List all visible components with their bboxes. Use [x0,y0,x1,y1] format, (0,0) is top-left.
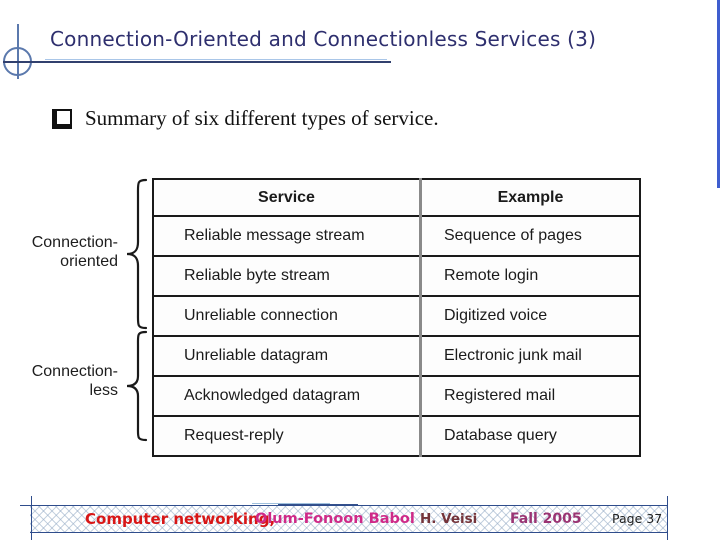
cell-example: Electronic junk mail [420,336,640,377]
table-row: Acknowledged datagram Registered mail [153,376,640,417]
group-label-line: Connection- [31,363,118,380]
footer-band [30,505,668,533]
cell-example: Sequence of pages [420,216,640,257]
cell-example: Digitized voice [420,296,640,337]
cell-example: Registered mail [420,376,640,417]
group-label-connection-oriented: Connection- oriented [18,233,118,271]
footer-author: H. Veisi [420,511,478,527]
service-table: Service Example Reliable message stream … [152,178,641,457]
brace-icon [126,330,148,442]
footer-term: Fall 2005 [510,511,582,527]
cell-service: Request-reply [153,416,422,457]
group-label-line: Connection- [31,234,118,251]
table-row: Reliable byte stream Remote login [153,256,640,297]
bullet-text: Summary of six different types of servic… [85,106,439,130]
bullet-item: Summary of six different types of servic… [52,105,439,131]
footer-page-number: Page 37 [612,511,663,526]
footer-tick-right [667,496,668,540]
group-label-connectionless: Connection- less [18,362,118,400]
cell-service: Reliable byte stream [153,256,422,297]
footer-band-extension [20,505,30,506]
slide-title: Connection-Oriented and Connectionless S… [50,27,597,51]
cell-service: Unreliable connection [153,296,422,337]
cell-example: Remote login [420,256,640,297]
table-header-row: Service Example [153,179,640,217]
footer-institute: Olum-Fonoon Babol [255,511,415,527]
cell-service: Acknowledged datagram [153,376,422,417]
brace-icon [126,178,148,330]
table-row: Reliable message stream Sequence of page… [153,216,640,257]
cell-service: Reliable message stream [153,216,422,257]
title-underline-light [45,59,387,60]
cell-service: Unreliable datagram [153,336,422,377]
group-label-line: oriented [60,253,118,270]
footer-course-title: Computer networking, [85,510,276,528]
table-row: Unreliable connection Digitized voice [153,296,640,337]
group-label-line: less [89,382,118,399]
square-bullet-icon [52,109,72,129]
cell-example: Database query [420,416,640,457]
column-header-service: Service [153,179,422,217]
column-header-example: Example [420,179,640,217]
footer-ornament-line [278,504,358,505]
footer-ornament-line-light [252,503,330,504]
title-underline [3,61,391,63]
table-row: Unreliable datagram Electronic junk mail [153,336,640,377]
right-edge-bar [717,0,720,188]
table-row: Request-reply Database query [153,416,640,457]
footer-tick-left [31,496,32,540]
